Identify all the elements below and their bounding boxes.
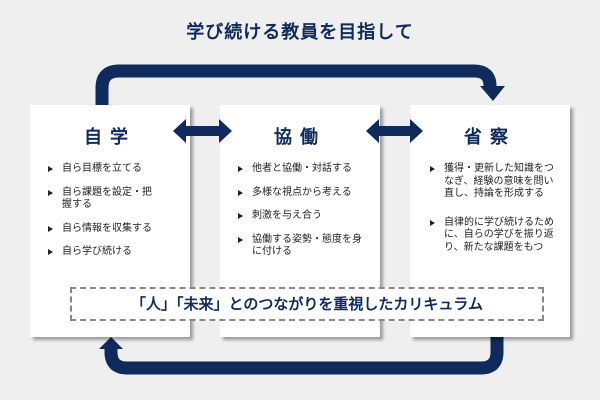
diagram-title: 学び続ける教員を目指して	[186, 22, 414, 43]
list-item: 自ら課題を設定・把握する	[48, 187, 152, 212]
list-item: 多様な視点から考える	[238, 187, 380, 200]
curriculum-banner: 「人」「未来」とのつながりを重視したカリキュラム	[70, 287, 544, 321]
list-item: 獲得・更新した知識をつなぎ、経験の意味を問い直し、持論を形成する	[430, 163, 554, 201]
top-arrow-head	[480, 86, 505, 101]
card-heading: 自学	[84, 127, 136, 148]
double-arrow-icon	[366, 119, 423, 143]
double-arrow-icon	[173, 119, 232, 143]
card-heading: 省察	[464, 127, 516, 148]
list-item: 自ら情報を収集する	[48, 223, 190, 236]
list-item: 刺激を与え合う	[238, 210, 380, 223]
top-cycle-arrow	[95, 64, 497, 112]
list-item: 協働する姿勢・態度を身に付ける	[238, 234, 367, 259]
list-item: 他者と協働・対話する	[238, 163, 380, 176]
bottom-arrow-head	[99, 337, 123, 349]
list-item: 自律的に学び続けるために、自らの学びを振り返り、新たな課題をもつ	[430, 217, 554, 255]
list-item: 自ら目標を立てる	[48, 163, 190, 176]
list-item: 自ら学び続ける	[48, 246, 190, 259]
bottom-cycle-arrow	[104, 322, 504, 375]
card-heading: 協働	[274, 127, 326, 148]
